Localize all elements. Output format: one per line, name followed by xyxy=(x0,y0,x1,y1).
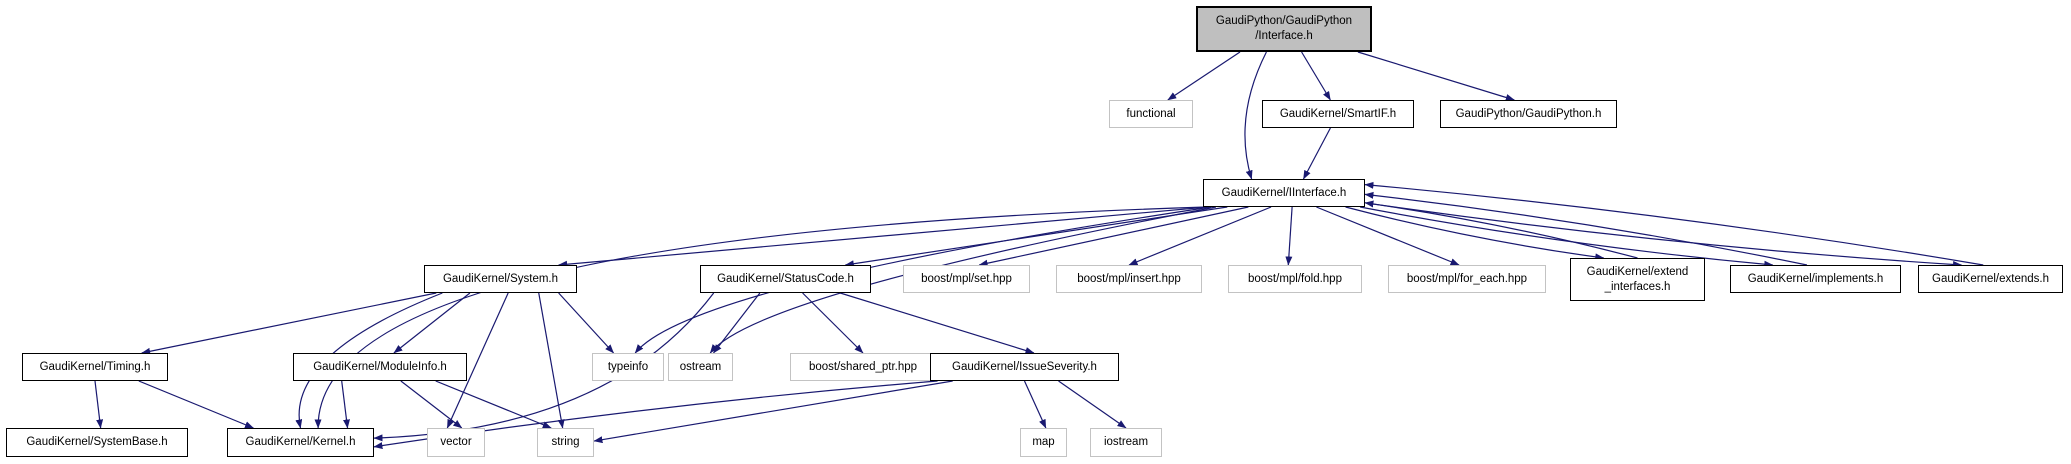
edge-system-vector xyxy=(446,292,509,429)
edge-moduleinfo-string xyxy=(435,380,552,429)
node-label: ostream xyxy=(679,360,722,373)
edge-extends-iinterface xyxy=(1364,181,1984,266)
edge-group xyxy=(94,51,1984,450)
node-ostream: ostream xyxy=(668,353,733,381)
node-vector: vector xyxy=(427,428,485,457)
node-label: GaudiKernel/System.h xyxy=(442,272,559,285)
edge-extendif-iinterface xyxy=(1364,200,1638,259)
edge-iinterface-extends xyxy=(1364,202,1962,268)
node-label: GaudiPython/GaudiPython.h xyxy=(1455,107,1602,120)
node-label: iostream xyxy=(1103,436,1149,449)
edge-issueseverity-map xyxy=(1023,380,1047,429)
edge-iinterface-mplinsert xyxy=(1128,206,1272,266)
edge-system-moduleinfo xyxy=(393,292,471,354)
node-extends[interactable]: GaudiKernel/extends.h xyxy=(1918,265,2063,293)
edge-smartif-iinterface xyxy=(1302,127,1331,180)
edge-issueseverity-iostream xyxy=(1058,380,1127,429)
node-iinterface[interactable]: GaudiKernel/IInterface.h xyxy=(1203,179,1365,207)
edge-root-smartif xyxy=(1301,51,1331,101)
edge-implements-iinterface xyxy=(1364,191,1808,266)
node-mplforeach: boost/mpl/for_each.hpp xyxy=(1388,265,1546,293)
node-label: GaudiKernel/extend xyxy=(1586,265,1689,278)
node-gaudipython[interactable]: GaudiPython/GaudiPython.h xyxy=(1440,100,1617,128)
node-extendif[interactable]: GaudiKernel/extend _interfaces.h xyxy=(1570,258,1705,301)
edge-issueseverity-string xyxy=(593,380,953,444)
node-kernel[interactable]: GaudiKernel/Kernel.h xyxy=(227,428,374,457)
node-string: string xyxy=(537,428,594,457)
node-label: GaudiKernel/StatusCode.h xyxy=(717,272,854,285)
node-root: GaudiPython/GaudiPython/Interface.h xyxy=(1196,6,1372,52)
node-label: GaudiKernel/SmartIF.h xyxy=(1279,107,1397,120)
node-map: map xyxy=(1020,428,1067,457)
node-label: _interfaces.h xyxy=(1604,280,1671,293)
node-label: string xyxy=(551,436,580,449)
node-label: vector xyxy=(440,436,472,449)
edge-iinterface-mplset xyxy=(978,206,1249,267)
edge-iinterface-mplforeach xyxy=(1316,206,1460,266)
node-timing[interactable]: GaudiKernel/Timing.h xyxy=(22,353,168,381)
node-label: GaudiKernel/IssueSeverity.h xyxy=(952,360,1097,373)
node-label: map xyxy=(1032,436,1055,449)
node-label: boost/mpl/for_each.hpp xyxy=(1406,272,1528,285)
node-implements[interactable]: GaudiKernel/implements.h xyxy=(1730,265,1901,293)
edge-timing-systembase xyxy=(94,380,104,429)
edge-system-typeinfo xyxy=(558,292,615,354)
edge-system-timing xyxy=(141,292,437,355)
node-label: functional xyxy=(1126,107,1176,120)
node-statuscode[interactable]: GaudiKernel/StatusCode.h xyxy=(700,265,871,293)
node-label: boost/shared_ptr.hpp xyxy=(808,360,918,373)
node-sharedptr: boost/shared_ptr.hpp xyxy=(790,353,936,381)
edge-iinterface-mplfold xyxy=(1285,206,1293,266)
edge-root-iinterface xyxy=(1244,51,1267,180)
node-typeinfo: typeinfo xyxy=(592,353,664,381)
edge-statuscode-ostream xyxy=(713,292,761,354)
edge-timing-kernel xyxy=(138,380,254,429)
edge-statuscode-issueseverity xyxy=(840,292,1035,354)
node-label: GaudiKernel/IInterface.h xyxy=(1221,186,1347,199)
node-functional: functional xyxy=(1109,100,1193,128)
edge-root-gaudipython xyxy=(1357,51,1515,101)
node-label: GaudiKernel/extends.h xyxy=(1932,272,2049,285)
edge-root-functional xyxy=(1167,51,1241,101)
node-system[interactable]: GaudiKernel/System.h xyxy=(424,265,577,293)
node-label: /Interface.h xyxy=(1255,30,1313,42)
node-smartif[interactable]: GaudiKernel/SmartIF.h xyxy=(1262,100,1414,128)
node-label: GaudiKernel/implements.h xyxy=(1747,272,1884,285)
node-mplinsert: boost/mpl/insert.hpp xyxy=(1056,265,1202,293)
node-label: typeinfo xyxy=(607,360,649,373)
node-iostream: iostream xyxy=(1090,428,1162,457)
node-label: boost/mpl/fold.hpp xyxy=(1248,272,1342,285)
node-mplset: boost/mpl/set.hpp xyxy=(903,265,1030,293)
edge-iinterface-kernel xyxy=(314,206,1207,429)
edge-iinterface-extendif xyxy=(1345,206,1605,261)
node-label: boost/mpl/set.hpp xyxy=(921,272,1012,285)
node-label: GaudiKernel/Kernel.h xyxy=(245,436,356,449)
node-systembase[interactable]: GaudiKernel/SystemBase.h xyxy=(6,428,188,457)
node-label: GaudiKernel/SystemBase.h xyxy=(26,436,168,449)
node-mplfold: boost/mpl/fold.hpp xyxy=(1228,265,1362,293)
node-moduleinfo[interactable]: GaudiKernel/ModuleInfo.h xyxy=(293,353,467,381)
edge-iinterface-implements xyxy=(1360,206,1774,268)
edge-iinterface-system xyxy=(558,206,1208,268)
node-issueseverity[interactable]: GaudiKernel/IssueSeverity.h xyxy=(930,353,1119,381)
node-label: GaudiKernel/ModuleInfo.h xyxy=(313,360,447,373)
node-label: GaudiKernel/Timing.h xyxy=(39,360,151,373)
edge-moduleinfo-vector xyxy=(400,380,463,429)
node-label: boost/mpl/insert.hpp xyxy=(1077,272,1181,285)
node-label: GaudiPython/GaudiPython xyxy=(1215,15,1353,28)
edge-moduleinfo-kernel xyxy=(341,380,350,429)
edge-statuscode-sharedptr xyxy=(802,292,864,354)
